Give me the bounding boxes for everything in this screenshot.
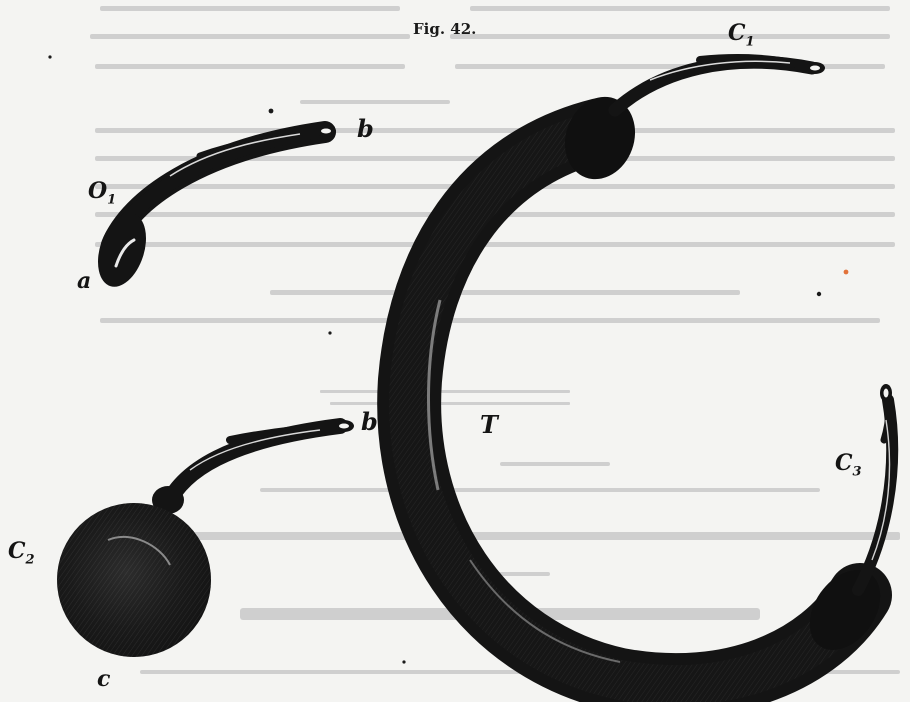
instrument-o1 xyxy=(89,125,336,293)
label-o1: O1 xyxy=(88,180,116,206)
label-c3: C3 xyxy=(835,452,862,478)
label-c1-top: C1 xyxy=(728,22,755,48)
label-b-top: b xyxy=(357,117,374,141)
label-c-bottom: c xyxy=(97,668,110,690)
label-a: a xyxy=(77,270,91,292)
label-b-mid: b xyxy=(361,410,378,434)
label-t: T xyxy=(480,413,498,437)
instrument-tube-t xyxy=(409,58,895,685)
figure-title: Fig. 42. xyxy=(413,20,476,38)
label-c2: C2 xyxy=(8,540,35,566)
